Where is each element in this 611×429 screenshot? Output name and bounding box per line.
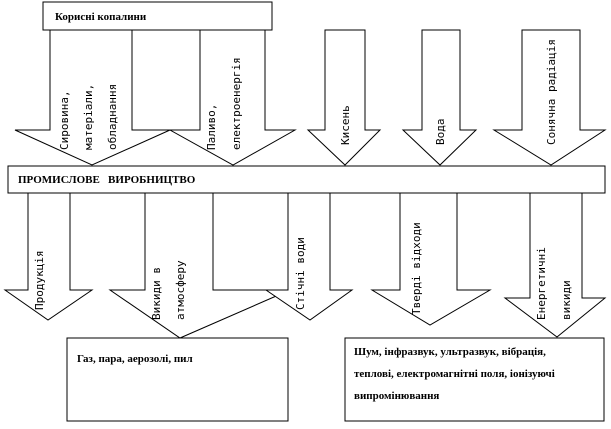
label-raw-3: обладнання — [106, 84, 119, 150]
box-gas-label: Газ, пара, аерозолі, пил — [77, 353, 193, 365]
label-solar: Сонячна радіація — [545, 39, 558, 145]
label-fuel-2: електроенергія — [230, 57, 243, 150]
top-box-minerals — [42, 1, 273, 31]
box-energy-line-2: теплові, електромагнітні поля, іонізуючі — [354, 368, 555, 380]
arrow-solid-waste — [370, 192, 492, 326]
arrow-emissions — [108, 192, 291, 339]
label-oxygen: Кисень — [339, 105, 352, 145]
arrow-oxygen — [306, 29, 382, 166]
label-energy-1: Енергетичні — [535, 247, 548, 320]
arrow-wastewater — [264, 192, 354, 321]
top-box-label: Корисні копалини — [55, 11, 147, 23]
label-fuel-1: Паливо, — [205, 104, 218, 150]
arrow-energy — [503, 192, 607, 338]
main-box-industrial-production — [7, 165, 606, 194]
box-energy-line-3: випромінювання — [354, 390, 439, 402]
label-raw-2: матеріали, — [82, 84, 95, 150]
arrow-product — [3, 192, 94, 321]
label-product: Продукція — [33, 250, 46, 310]
label-wastewater: Стічні води — [294, 237, 307, 310]
box-energy-emissions — [344, 337, 605, 422]
label-energy-2: викиди — [560, 280, 573, 320]
arrow-raw-materials — [14, 29, 171, 166]
arrow-water — [401, 29, 478, 166]
label-raw-1: Сировина, — [58, 90, 71, 150]
label-emissions-2: атмосферу — [174, 260, 187, 320]
label-solid-waste: Тверді відходи — [410, 222, 423, 315]
arrow-fuel — [168, 29, 297, 166]
box-gas-emissions — [66, 337, 289, 422]
main-box-label: ПРОМИСЛОВЕ ВИРОБНИЦТВО — [18, 174, 196, 186]
label-emissions-1: Викиди в — [150, 267, 163, 320]
arrow-solar — [492, 29, 607, 166]
label-water: Вода — [434, 119, 447, 146]
box-energy-line-1: Шум, інфразвук, ультразвук, вібрація, — [354, 346, 546, 358]
